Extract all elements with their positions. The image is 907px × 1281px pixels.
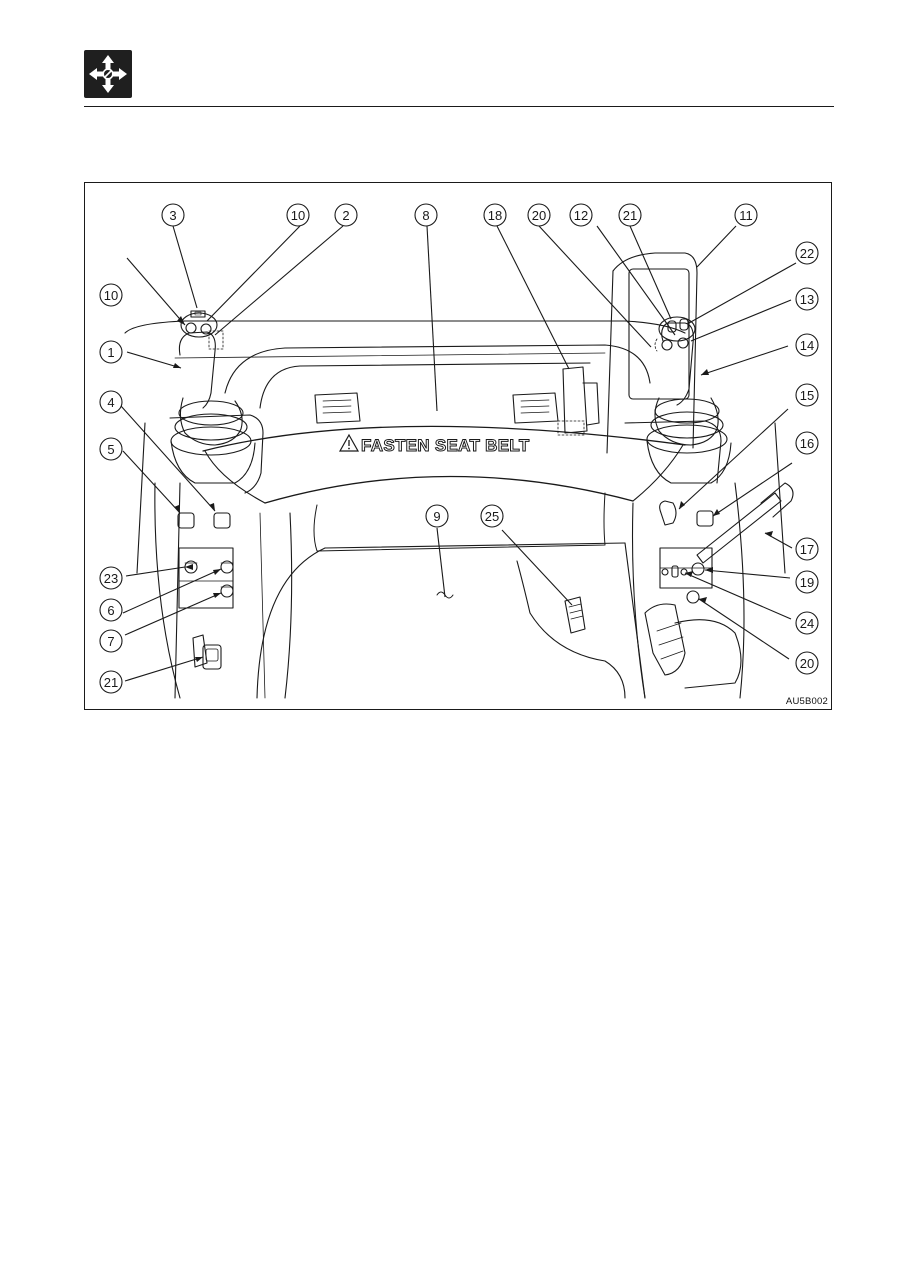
callout-8: 8 <box>415 204 437 226</box>
seat-belt-banner-text: FASTEN SEAT BELT <box>361 436 530 455</box>
callout-1: 1 <box>100 341 122 363</box>
svg-text:2: 2 <box>342 208 349 223</box>
svg-text:12: 12 <box>574 208 588 223</box>
callout-10-top: 10 <box>287 204 309 226</box>
callout-5: 5 <box>100 438 122 460</box>
callout-24: 24 <box>796 612 818 634</box>
callout-14: 14 <box>796 334 818 356</box>
callout-12: 12 <box>570 204 592 226</box>
svg-text:16: 16 <box>800 436 814 451</box>
operation-arrows-icon <box>84 50 132 98</box>
seat-belt-banner: FASTEN SEAT BELT <box>340 435 530 455</box>
callout-22-a: 20 <box>528 204 550 226</box>
callout-22-c: 22 <box>796 242 818 264</box>
callout-3: 3 <box>162 204 184 226</box>
callout-13: 13 <box>796 288 818 310</box>
cab-illustration: FASTEN SEAT BELT <box>85 183 833 711</box>
callout-18: 18 <box>484 204 506 226</box>
svg-text:9: 9 <box>433 509 440 524</box>
svg-text:6: 6 <box>107 603 114 618</box>
figure-code: AU5B002 <box>786 696 828 707</box>
callout-23: 23 <box>100 567 122 589</box>
callout-25: 25 <box>481 505 503 527</box>
svg-text:22: 22 <box>800 246 814 261</box>
svg-text:10: 10 <box>291 208 305 223</box>
svg-text:20: 20 <box>800 656 814 671</box>
svg-text:5: 5 <box>107 442 114 457</box>
callout-6: 6 <box>100 599 122 621</box>
svg-text:15: 15 <box>800 388 814 403</box>
svg-text:25: 25 <box>485 509 499 524</box>
svg-text:24: 24 <box>800 616 814 631</box>
callout-7: 7 <box>100 630 122 652</box>
svg-text:8: 8 <box>422 208 429 223</box>
svg-text:18: 18 <box>488 208 502 223</box>
svg-text:23: 23 <box>104 571 118 586</box>
callout-4: 4 <box>100 391 122 413</box>
callout-9: 9 <box>426 505 448 527</box>
operator-controls-figure: FASTEN SEAT BELT <box>84 182 832 710</box>
callout-19: 19 <box>796 571 818 593</box>
svg-text:3: 3 <box>169 208 176 223</box>
callout-21: 21 <box>100 671 122 693</box>
callout-2: 2 <box>335 204 357 226</box>
svg-text:19: 19 <box>800 575 814 590</box>
callout-15: 15 <box>796 384 818 406</box>
svg-text:14: 14 <box>800 338 814 353</box>
svg-text:1: 1 <box>107 345 114 360</box>
svg-text:11: 11 <box>739 208 753 223</box>
svg-text:4: 4 <box>107 395 114 410</box>
callout-16: 16 <box>796 432 818 454</box>
svg-text:10: 10 <box>104 288 118 303</box>
header-rule <box>84 106 834 107</box>
svg-text:13: 13 <box>800 292 814 307</box>
callout-22-b: 21 <box>619 204 641 226</box>
svg-text:7: 7 <box>107 634 114 649</box>
callout-11: 11 <box>735 204 757 226</box>
warning-triangle-icon <box>340 435 358 451</box>
svg-text:17: 17 <box>800 542 814 557</box>
callout-17: 17 <box>796 538 818 560</box>
svg-text:21: 21 <box>623 208 637 223</box>
callout-10-left: 10 <box>100 284 122 306</box>
callout-20: 20 <box>796 652 818 674</box>
svg-text:21: 21 <box>104 675 118 690</box>
svg-text:20: 20 <box>532 208 546 223</box>
